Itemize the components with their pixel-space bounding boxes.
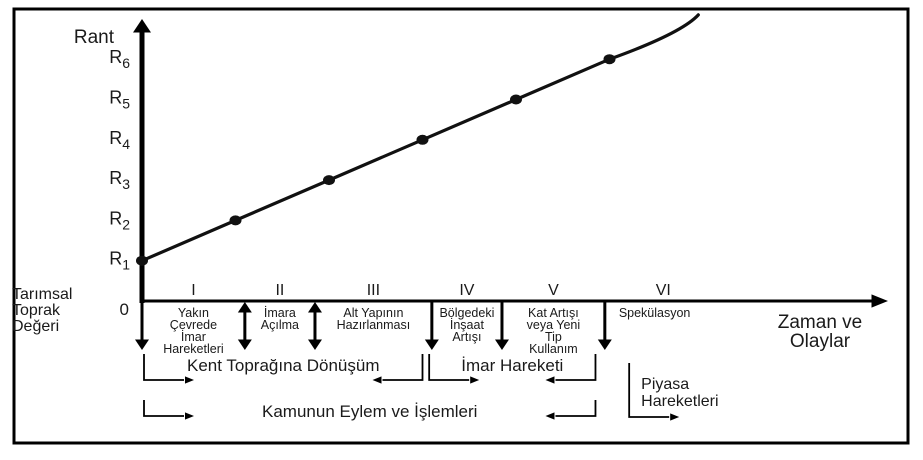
y-tick-label: R2	[109, 208, 130, 232]
origin-label: 0	[120, 300, 129, 319]
bracket-2-left-arrow-icon	[545, 412, 555, 420]
phase-numeral: I	[191, 282, 195, 299]
brackets: Kent Toprağına Dönüşüm İmar HareketiKamun…	[143, 354, 719, 421]
phase-boundary-down-arrow-icon	[424, 339, 439, 350]
phase-label: Spekülasyon	[619, 306, 691, 320]
bracket-1-right-bracket	[555, 354, 597, 381]
phase-boundary-down-arrow-icon	[237, 339, 252, 350]
phase-label: İmar	[181, 330, 206, 344]
phase-boundary-up-arrow-icon	[237, 302, 252, 313]
y-tick-labels: R1 R2 R3 R4 R5 R6	[109, 47, 130, 273]
y-tick-label: R5	[109, 88, 130, 112]
bracket-0-left-arrow-icon	[372, 376, 382, 384]
diagram-border	[12, 7, 910, 445]
bracket-0-right-bracket	[382, 354, 424, 381]
phase-numeral: III	[367, 282, 380, 299]
phase-label: Kullanım	[529, 342, 578, 356]
x-axis-label-2: Olaylar	[790, 331, 851, 352]
bracket-piyasa-label: Hareketleri	[641, 393, 718, 410]
axes	[133, 19, 888, 308]
rent-point	[229, 215, 242, 226]
origin-side-label-2: Toprak	[12, 302, 61, 319]
bracket-1-right-arrow-icon	[470, 376, 480, 384]
x-axis-label-1: Zaman ve	[778, 312, 862, 333]
y-tick-label: R4	[109, 128, 130, 152]
y-axis-label: Rant	[74, 27, 115, 48]
rent-point	[510, 94, 522, 105]
bracket-2-right-bracket	[555, 400, 597, 417]
phase-label: Bölgedeki	[439, 306, 494, 320]
bracket-2-right-arrow-icon	[185, 412, 194, 420]
phase-label: Açılma	[261, 318, 299, 332]
bracket-2-label: Kamunun Eylem ve İşlemleri	[262, 402, 477, 421]
bracket-2-left-bracket	[143, 400, 184, 417]
bracket-piyasa-arrow-icon	[670, 413, 680, 421]
phase-label: Çevrede	[170, 318, 217, 332]
phase-boundary-down-arrow-icon	[597, 339, 612, 350]
phase-boundary-down-arrow-icon	[307, 339, 322, 350]
bracket-1-left-bracket	[428, 354, 470, 381]
phase-label: Alt Yapının	[343, 306, 403, 320]
phase-label: Kat Artışı	[528, 306, 579, 320]
phase-numeral: VI	[656, 282, 671, 299]
phase-start-arrow-icon	[135, 339, 149, 350]
bracket-0-right-arrow-icon	[185, 376, 194, 384]
phase-label: Hazırlanması	[337, 318, 411, 332]
phase-label: Yakın	[178, 306, 209, 320]
bracket-0-left-bracket	[143, 354, 184, 381]
phase-numeral: IV	[459, 282, 474, 299]
y-axis-arrow-icon	[133, 19, 151, 33]
rent-point	[136, 255, 148, 266]
phase-label: Hareketleri	[163, 342, 223, 356]
rent-point	[416, 134, 429, 145]
bracket-0-label: Kent Toprağına Dönüşüm	[187, 356, 379, 375]
phase-boundary-up-arrow-icon	[307, 302, 322, 313]
rent-point	[323, 175, 335, 186]
bracket-piyasa-label: Piyasa	[641, 376, 689, 393]
phase-label: Artışı	[452, 330, 481, 344]
phase-boundary-down-arrow-icon	[494, 339, 509, 350]
origin-side-label-1: Tarımsal	[12, 286, 72, 303]
phase-numeral: II	[275, 282, 284, 299]
y-tick-label: R1	[109, 249, 130, 273]
x-axis-arrow-icon	[871, 294, 888, 308]
rent-series	[136, 13, 700, 266]
y-tick-label: R3	[109, 168, 130, 192]
y-tick-label: R6	[109, 47, 130, 71]
phase-label: Tip	[545, 330, 562, 344]
origin-side-label-3: Değeri	[12, 318, 59, 335]
phase-numeral: V	[548, 282, 559, 299]
phase-label: veya Yeni	[527, 318, 581, 332]
phase-label: İmara	[264, 306, 296, 320]
bracket-piyasa-line	[628, 363, 670, 418]
phase-label: İnşaat	[450, 318, 485, 332]
rent-point	[603, 54, 616, 65]
bracket-1-left-arrow-icon	[545, 376, 555, 384]
bracket-1-label: İmar Hareketi	[461, 356, 563, 375]
